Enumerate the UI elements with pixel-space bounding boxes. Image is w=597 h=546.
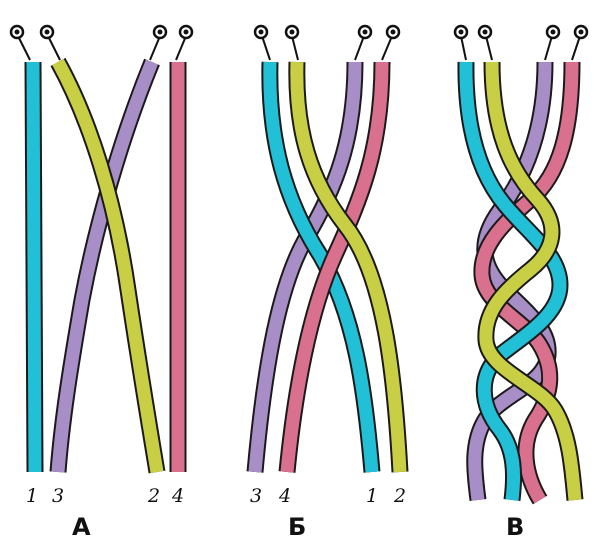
strand-yellow <box>288 61 409 473</box>
strand-yellow <box>50 57 166 474</box>
strand-pink <box>278 61 391 473</box>
strand-number: 3 <box>52 485 64 507</box>
strand-number: 2 <box>147 485 160 507</box>
strand-number: 4 <box>278 485 291 507</box>
pin-icon <box>39 24 61 61</box>
strand-number: 1 <box>366 485 378 507</box>
pin-icon <box>571 24 589 61</box>
pin-icon <box>149 24 168 61</box>
pin-icon <box>253 24 271 61</box>
pin-icon <box>453 24 469 61</box>
strand-cyan <box>24 61 44 473</box>
pin-icon <box>175 24 194 61</box>
strand-number: 1 <box>26 485 38 507</box>
panel-label: В <box>506 513 524 541</box>
pin-icon <box>284 24 300 61</box>
strand-purple <box>49 58 160 473</box>
strand-number: 4 <box>171 485 184 507</box>
pin-icon <box>544 24 561 61</box>
panel-b: 3 4 1 2 Б <box>246 24 409 541</box>
panel-v: В <box>453 24 589 541</box>
panel-a: 1 3 2 4 А <box>9 24 194 541</box>
pin-icon <box>9 24 31 61</box>
strand-cyan <box>457 61 569 502</box>
strand-number: 3 <box>250 485 262 507</box>
panel-label: Б <box>288 513 306 541</box>
pin-icon <box>354 24 373 61</box>
strand-cyan <box>261 61 381 473</box>
pin-icon <box>477 24 493 61</box>
pin-icon <box>381 24 401 61</box>
panel-label: А <box>72 513 91 541</box>
strand-number: 2 <box>393 485 406 507</box>
strand-yellow <box>477 61 584 501</box>
